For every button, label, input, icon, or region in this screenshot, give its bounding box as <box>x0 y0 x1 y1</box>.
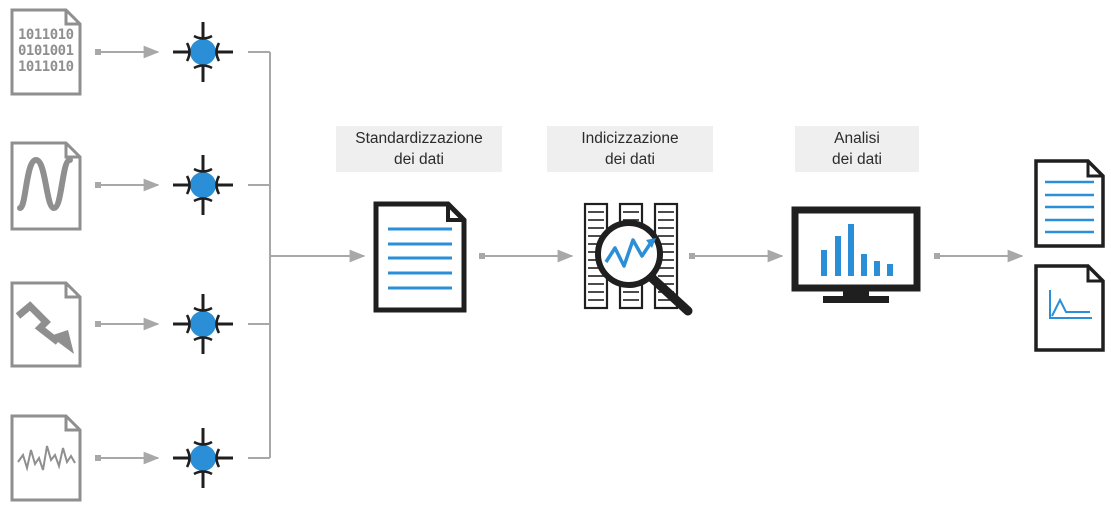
data-connector-icon <box>171 20 235 84</box>
report-document-icon <box>1034 159 1105 248</box>
data-connector-icon <box>171 153 235 217</box>
stage-label-line: Indicizzazione <box>581 130 679 147</box>
database-magnifier-icon <box>583 202 693 316</box>
downtrend-file-icon <box>10 281 82 368</box>
data-connector-icon <box>171 292 235 356</box>
stage-label-line: dei dati <box>394 151 444 168</box>
stage-label-line: Standardizzazione <box>355 130 483 147</box>
binary-row: 0101001 <box>18 43 74 59</box>
binary-file-icon <box>10 8 82 96</box>
merge-bracket <box>248 51 271 459</box>
stage-label-line: dei dati <box>832 151 882 168</box>
binary-row: 1011010 <box>18 59 74 75</box>
stage-label-analyze: Analisi dei dati <box>795 126 919 172</box>
signal-noise-file-icon <box>10 414 82 502</box>
binary-row: 1011010 <box>18 27 74 43</box>
stage-label-standardize: Standardizzazione dei dati <box>336 126 502 172</box>
stage-label-line: dei dati <box>605 151 655 168</box>
chart-document-icon <box>1034 264 1105 352</box>
data-connector-icon <box>171 426 235 490</box>
stage-label-index: Indicizzazione dei dati <box>547 126 713 172</box>
stage-label-line: Analisi <box>834 130 880 147</box>
document-icon <box>373 201 467 313</box>
binary-text-block: 1011010 0101001 1011010 <box>18 27 74 75</box>
monitor-bar-chart-icon <box>791 206 921 303</box>
waveform-file-icon <box>10 141 82 231</box>
